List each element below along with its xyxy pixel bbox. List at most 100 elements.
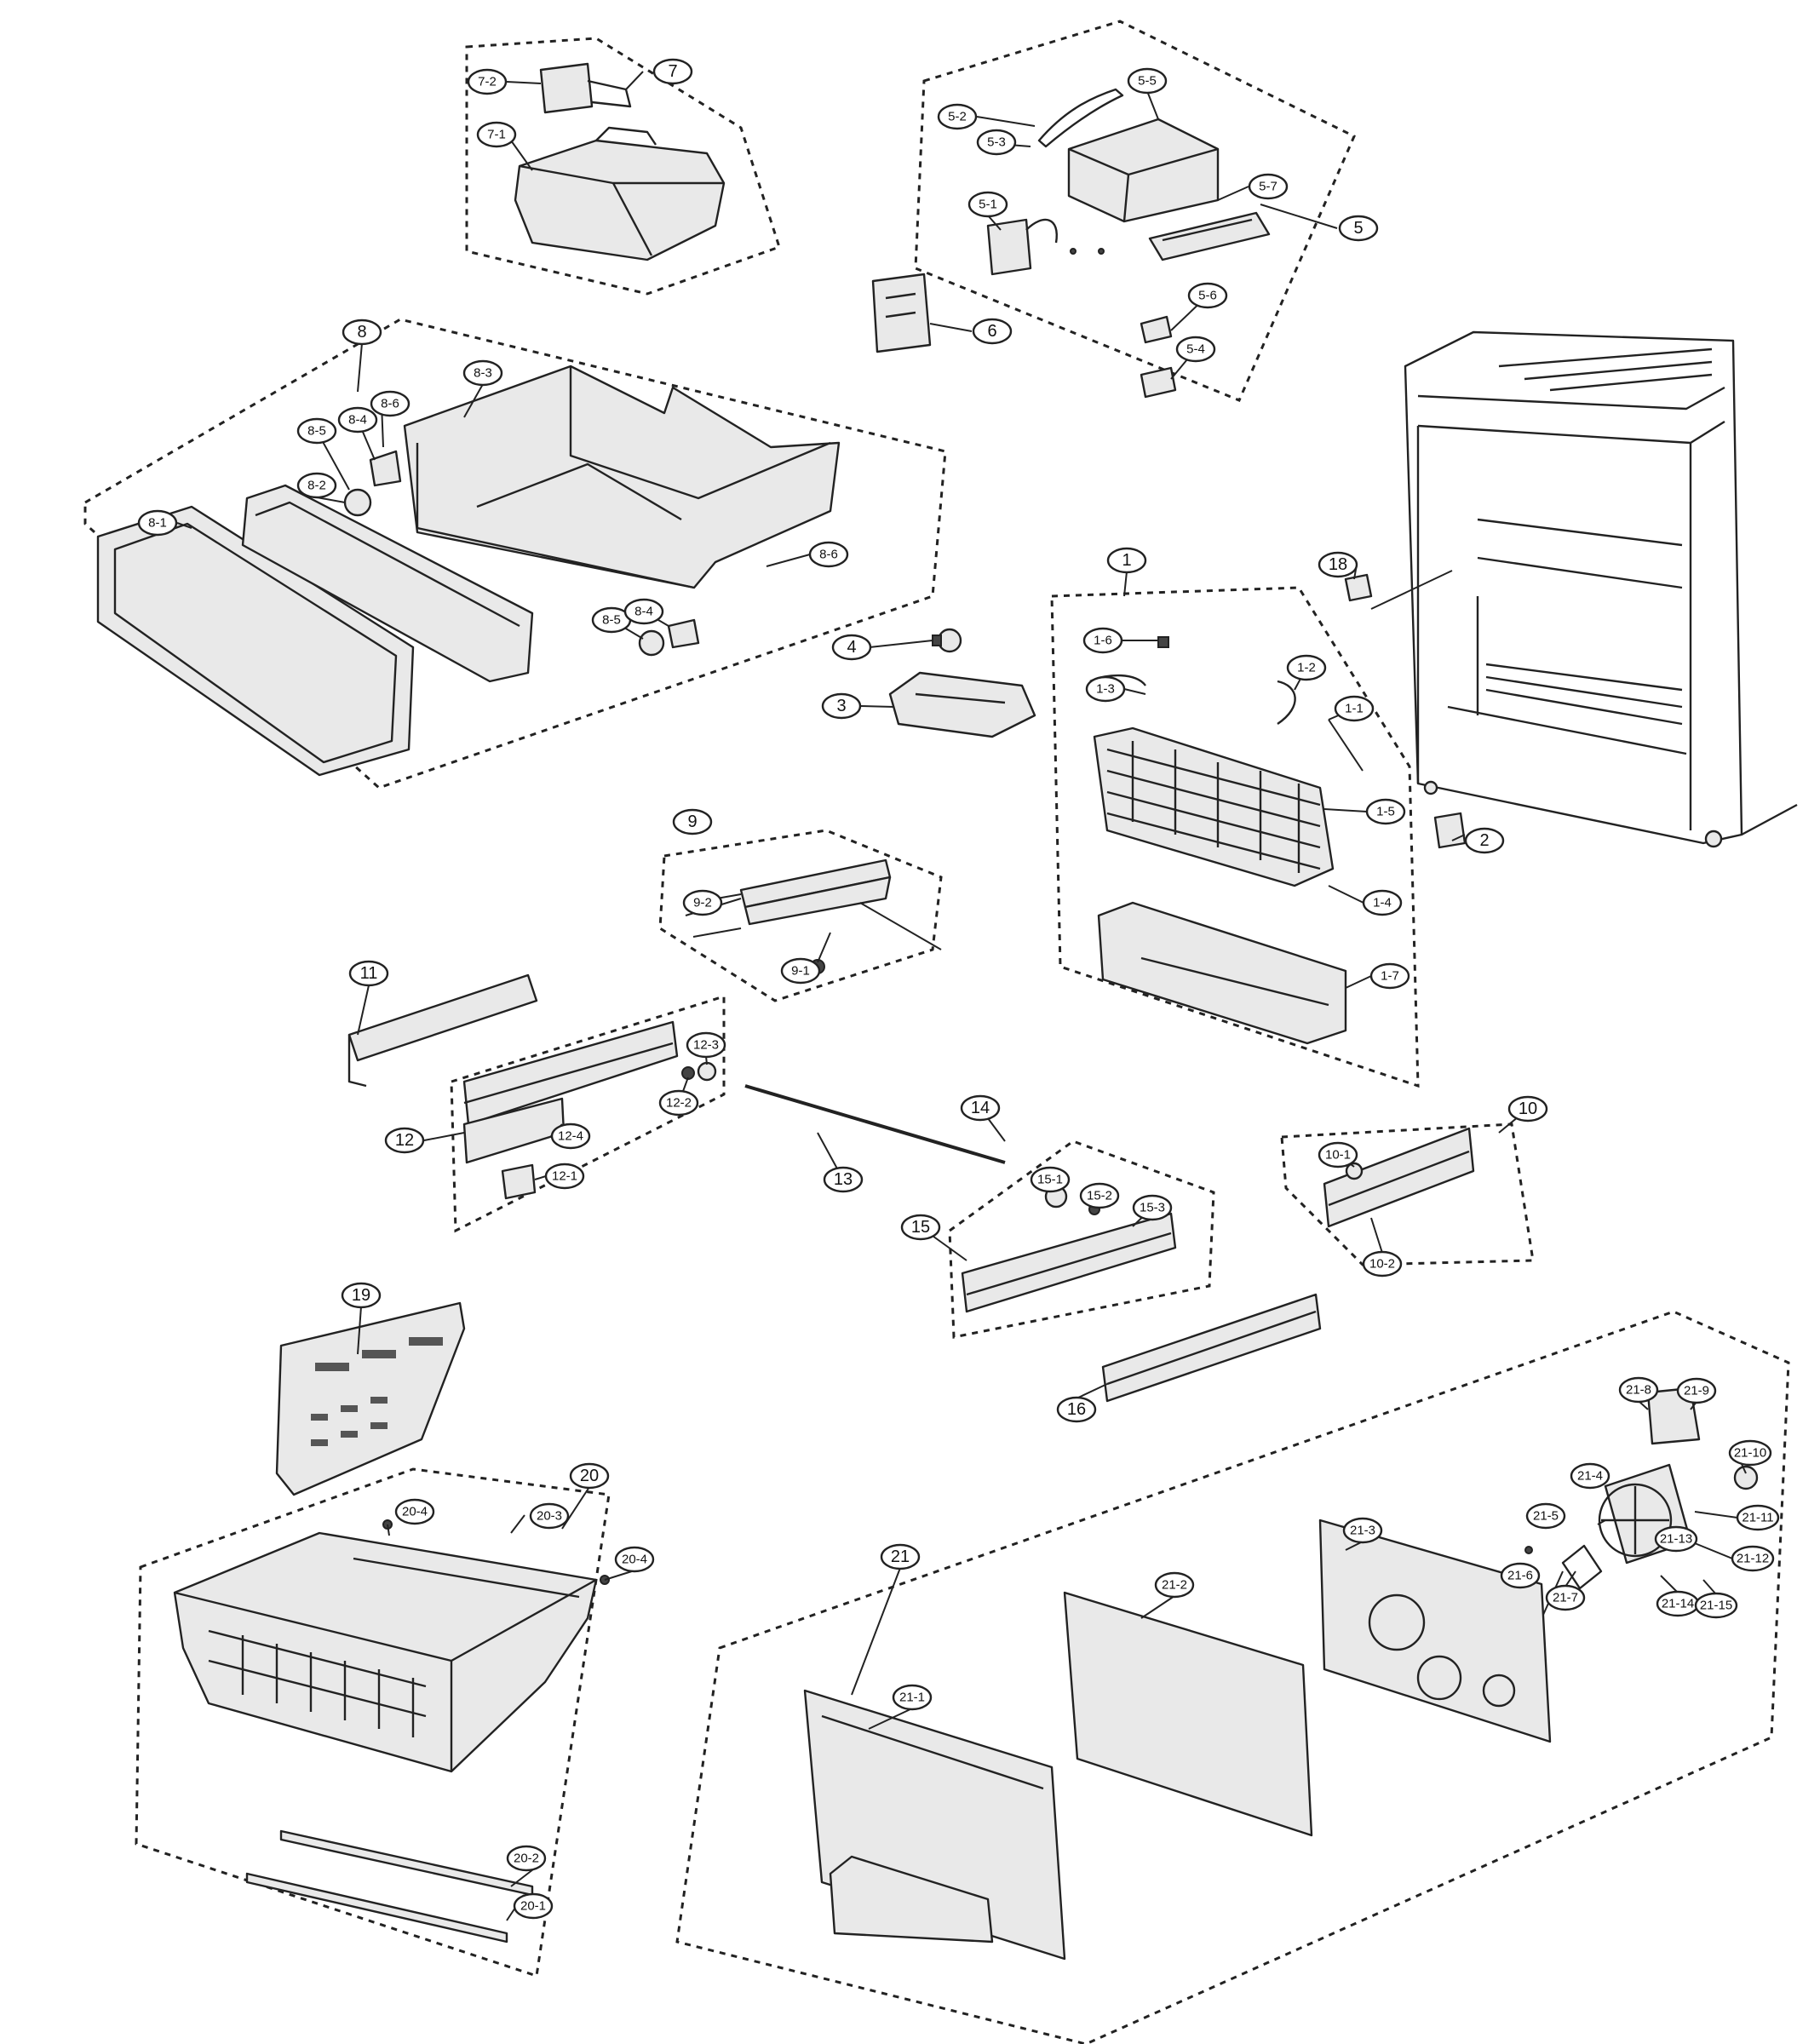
- callout-15: 15: [900, 1214, 941, 1241]
- callout-14: 14: [960, 1094, 1001, 1122]
- callout-15-2: 15-2: [1079, 1182, 1120, 1209]
- callout-5: 5: [1338, 215, 1379, 242]
- slide-assembly-10: [1323, 1127, 1475, 1228]
- svg-text:8-4: 8-4: [634, 605, 653, 619]
- svg-text:15: 15: [911, 1218, 930, 1237]
- svg-text:1-3: 1-3: [1096, 682, 1115, 697]
- callout-19: 19: [341, 1282, 382, 1309]
- svg-text:1-5: 1-5: [1376, 805, 1395, 819]
- svg-text:9-2: 9-2: [693, 896, 712, 910]
- svg-text:8: 8: [357, 323, 366, 342]
- group-outline-8: [83, 318, 947, 789]
- freezer-basket-assembly: [173, 1519, 610, 1944]
- svg-text:7-2: 7-2: [478, 75, 497, 89]
- svg-text:9: 9: [687, 812, 697, 831]
- callout-21-9: 21-9: [1676, 1377, 1717, 1404]
- callout-9-2: 9-2: [682, 889, 723, 916]
- svg-text:1-4: 1-4: [1373, 896, 1392, 910]
- callout-10-2: 10-2: [1362, 1250, 1403, 1278]
- group-outline-9: [658, 829, 943, 1002]
- svg-text:5-6: 5-6: [1198, 289, 1217, 303]
- svg-text:10: 10: [1519, 1100, 1537, 1118]
- callout-1-5: 1-5: [1365, 798, 1406, 825]
- svg-text:7-1: 7-1: [487, 128, 506, 142]
- callout-1: 1: [1106, 547, 1147, 574]
- callout-8-2: 8-2: [296, 472, 337, 499]
- callout-5-5: 5-5: [1127, 67, 1168, 95]
- svg-text:12-1: 12-1: [552, 1169, 577, 1184]
- callout-21-3: 21-3: [1342, 1517, 1383, 1544]
- svg-text:12-4: 12-4: [558, 1129, 583, 1144]
- svg-text:1: 1: [1122, 551, 1131, 570]
- callout-8-4-b: 8-4: [623, 598, 664, 625]
- callout-7-2: 7-2: [467, 68, 508, 95]
- callout-10-1: 10-1: [1318, 1141, 1358, 1168]
- callout-21-8: 21-8: [1618, 1376, 1659, 1404]
- part-18-switch: [1344, 573, 1373, 602]
- svg-text:8-4: 8-4: [348, 413, 367, 428]
- svg-text:12: 12: [395, 1131, 414, 1150]
- svg-text:1-6: 1-6: [1094, 634, 1112, 648]
- callout-15-1: 15-1: [1030, 1166, 1071, 1193]
- svg-text:19: 19: [352, 1286, 370, 1305]
- svg-text:21-8: 21-8: [1626, 1383, 1651, 1398]
- callout-20-4-b: 20-4: [614, 1546, 655, 1573]
- callout-1-4: 1-4: [1362, 889, 1403, 916]
- group-outline-1: [1050, 586, 1420, 1088]
- svg-text:21-7: 21-7: [1553, 1591, 1578, 1605]
- svg-text:21-12: 21-12: [1737, 1552, 1769, 1566]
- callout-5-7: 5-7: [1248, 173, 1289, 200]
- callout-18: 18: [1318, 551, 1358, 578]
- callout-21-2: 21-2: [1154, 1571, 1195, 1599]
- callout-20-4-a: 20-4: [394, 1498, 435, 1525]
- callout-8: 8: [342, 319, 382, 346]
- callout-5-1: 5-1: [967, 191, 1008, 218]
- callout-21-5: 21-5: [1525, 1502, 1566, 1530]
- svg-text:13: 13: [834, 1170, 853, 1189]
- callout-21-1: 21-1: [892, 1684, 933, 1711]
- part-4-bulb: [932, 628, 962, 653]
- callout-10: 10: [1507, 1095, 1548, 1122]
- callout-3: 3: [821, 692, 862, 720]
- svg-text:8-5: 8-5: [602, 613, 621, 628]
- svg-text:21-14: 21-14: [1662, 1597, 1694, 1611]
- callout-4: 4: [831, 634, 872, 661]
- svg-text:5: 5: [1353, 219, 1363, 238]
- group-outline-10: [1280, 1122, 1535, 1266]
- svg-text:8-6: 8-6: [819, 548, 838, 562]
- callout-12-4: 12-4: [550, 1122, 591, 1150]
- callout-5-6: 5-6: [1187, 282, 1228, 309]
- svg-text:15-1: 15-1: [1037, 1173, 1063, 1187]
- svg-text:2: 2: [1479, 831, 1489, 850]
- svg-text:14: 14: [971, 1099, 990, 1117]
- callout-13: 13: [823, 1166, 864, 1193]
- ice-maker-assembly: [986, 88, 1271, 399]
- callout-9-1: 9-1: [780, 957, 821, 985]
- callout-1-1: 1-1: [1334, 695, 1375, 722]
- callout-21-13: 21-13: [1654, 1525, 1698, 1553]
- evaporator-cover-assembly: [803, 1387, 1759, 1961]
- svg-text:3: 3: [836, 697, 846, 715]
- group-outline-5: [914, 20, 1356, 402]
- divider-19: [275, 1301, 466, 1496]
- svg-text:21-6: 21-6: [1507, 1569, 1533, 1583]
- callout-21: 21: [880, 1543, 921, 1570]
- callout-5-4: 5-4: [1175, 336, 1216, 363]
- callout-21-7: 21-7: [1545, 1584, 1586, 1611]
- part-6-cover: [871, 273, 932, 353]
- callout-20-1: 20-1: [513, 1892, 554, 1920]
- callout-8-3: 8-3: [462, 359, 503, 387]
- svg-text:5-7: 5-7: [1259, 180, 1277, 194]
- svg-text:20-1: 20-1: [520, 1899, 546, 1914]
- svg-text:21-2: 21-2: [1162, 1578, 1187, 1593]
- callout-12-1: 12-1: [544, 1163, 585, 1190]
- svg-text:5-5: 5-5: [1138, 74, 1157, 89]
- callout-1-2: 1-2: [1286, 654, 1327, 681]
- group-outline-21: [675, 1310, 1790, 2044]
- callout-21-14: 21-14: [1656, 1590, 1700, 1617]
- svg-text:21-15: 21-15: [1700, 1599, 1732, 1613]
- callout-2: 2: [1464, 827, 1505, 854]
- svg-text:11: 11: [360, 964, 378, 983]
- callout-8-6-b: 8-6: [808, 541, 849, 568]
- svg-text:21-1: 21-1: [899, 1691, 925, 1705]
